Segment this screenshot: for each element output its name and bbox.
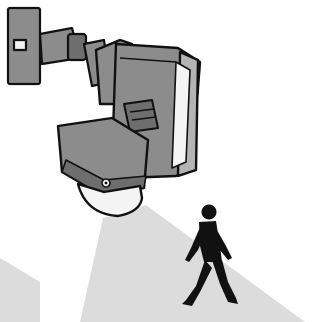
mounting-plate-slot xyxy=(14,40,26,50)
detection-zone xyxy=(0,205,305,322)
bracket-joint xyxy=(68,34,86,60)
wall-mount-bracket xyxy=(8,8,110,86)
detection-beam-left xyxy=(0,258,40,322)
person-head xyxy=(202,205,217,220)
motion-sensor-pod xyxy=(58,118,148,216)
sensor-indicator-dot xyxy=(105,182,108,185)
